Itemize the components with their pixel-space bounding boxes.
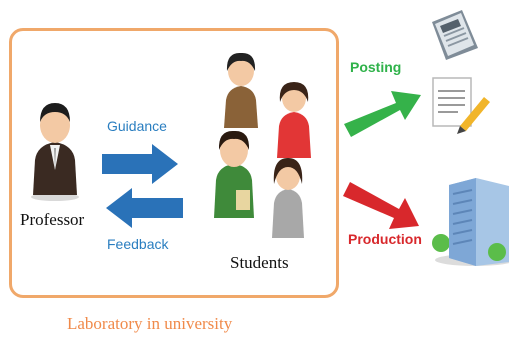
newspaper-icon bbox=[432, 10, 478, 60]
posting-label: Posting bbox=[350, 59, 402, 75]
feedback-label: Feedback bbox=[107, 236, 169, 252]
professor-label: Professor bbox=[20, 210, 85, 229]
student-figure-icon bbox=[277, 82, 311, 158]
professor-figure-icon bbox=[31, 103, 79, 201]
text-document-pen-icon bbox=[432, 77, 490, 134]
feedback-arrow bbox=[106, 188, 183, 228]
laboratory-box bbox=[9, 28, 339, 298]
guidance-arrow bbox=[102, 144, 178, 184]
production-arrow bbox=[343, 182, 419, 229]
production-label: Production bbox=[348, 231, 422, 247]
guidance-label: Guidance bbox=[107, 118, 167, 134]
office-building-icon bbox=[432, 178, 509, 266]
student-figure-icon bbox=[272, 158, 304, 238]
laboratory-caption: Laboratory in university bbox=[67, 314, 233, 333]
posting-arrow bbox=[344, 91, 421, 137]
student-figure-icon bbox=[214, 130, 254, 218]
student-figure-icon bbox=[224, 52, 258, 128]
students-label: Students bbox=[230, 253, 289, 272]
